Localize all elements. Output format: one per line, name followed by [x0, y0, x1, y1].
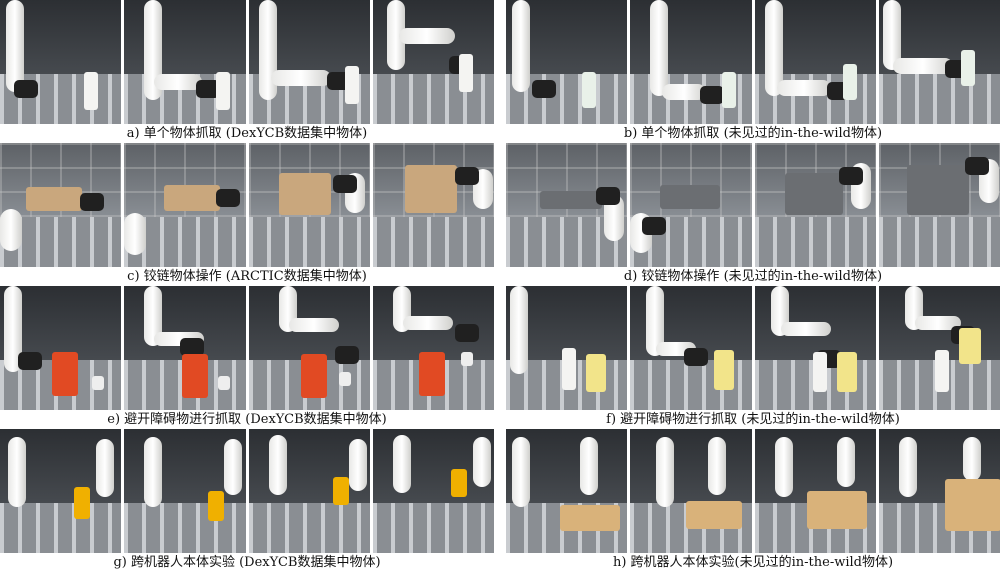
caption-c: c) 铰链物体操作 (ARCTIC数据集中物体)	[127, 269, 367, 284]
image-strip-f	[506, 286, 1000, 410]
frame-f-2	[630, 286, 752, 410]
frame-h-2	[630, 429, 752, 553]
caption-h: h) 跨机器人本体实验(未见过的in-the-wild物体)	[612, 555, 894, 570]
frame-a-2	[124, 0, 246, 124]
image-strip-h	[506, 429, 1000, 553]
frame-d-4	[878, 143, 1000, 267]
frame-c-1	[0, 143, 122, 267]
frame-d-1	[506, 143, 628, 267]
frame-h-1	[506, 429, 628, 553]
frame-a-3	[248, 0, 370, 124]
frame-a-1	[0, 0, 122, 124]
image-strip-e	[0, 286, 494, 410]
frame-e-2	[124, 286, 246, 410]
image-strip-g	[0, 429, 494, 553]
caption-f: f) 避开障碍物进行抓取 (未见过的in-the-wild物体)	[606, 412, 900, 427]
frame-f-1	[506, 286, 628, 410]
caption-b: b) 单个物体抓取 (未见过的in-the-wild物体)	[623, 126, 883, 141]
frame-g-2	[124, 429, 246, 553]
frame-g-3	[248, 429, 370, 553]
frame-b-2	[630, 0, 752, 124]
frame-g-4	[372, 429, 494, 553]
image-strip-c	[0, 143, 494, 267]
frame-a-4	[372, 0, 494, 124]
frame-f-3	[754, 286, 876, 410]
frame-e-3	[248, 286, 370, 410]
caption-d: d) 铰链物体操作 (未见过的in-the-wild物体)	[623, 269, 883, 284]
frame-b-1	[506, 0, 628, 124]
frame-h-3	[754, 429, 876, 553]
frame-c-2	[124, 143, 246, 267]
frame-b-3	[754, 0, 876, 124]
frame-c-4	[372, 143, 494, 267]
frame-e-4	[372, 286, 494, 410]
image-strip-d	[506, 143, 1000, 267]
frame-c-3	[248, 143, 370, 267]
frame-b-4	[878, 0, 1000, 124]
frame-h-4	[878, 429, 1000, 553]
frame-d-2	[630, 143, 752, 267]
caption-e: e) 避开障碍物进行抓取 (DexYCB数据集中物体)	[107, 412, 387, 427]
image-strip-b	[506, 0, 1000, 124]
caption-g: g) 跨机器人本体实验 (DexYCB数据集中物体)	[113, 555, 381, 570]
image-strip-a	[0, 0, 494, 124]
frame-f-4	[878, 286, 1000, 410]
frame-e-1	[0, 286, 122, 410]
frame-g-1	[0, 429, 122, 553]
caption-a: a) 单个物体抓取 (DexYCB数据集中物体)	[126, 126, 368, 141]
frame-d-3	[754, 143, 876, 267]
